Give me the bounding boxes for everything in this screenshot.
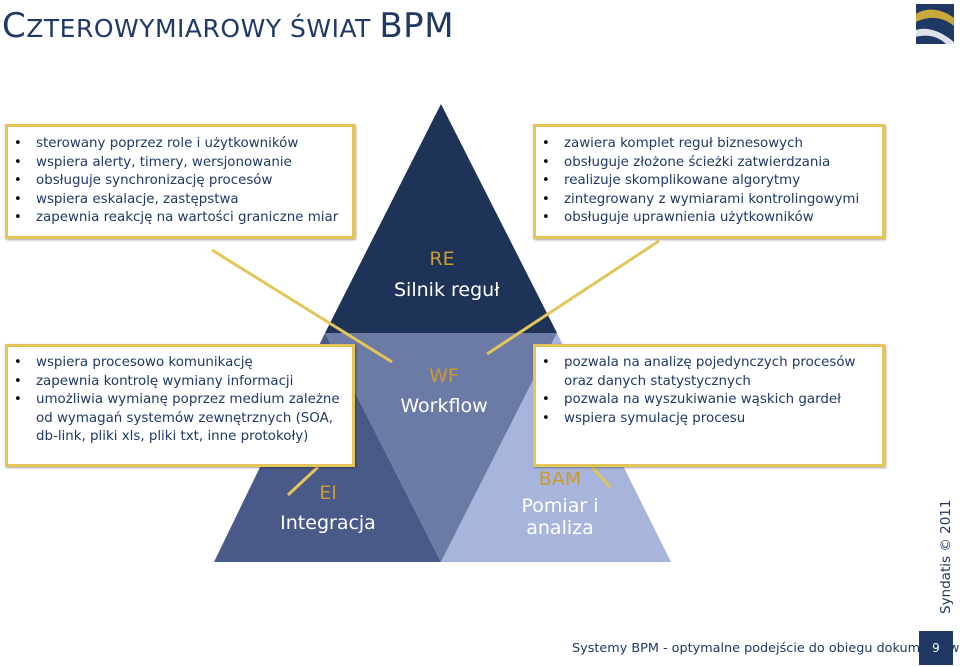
list-item: zintegrowany z wymiarami kontrolingowymi — [536, 191, 882, 210]
workflow-features-box: sterowany poprzez role i użytkowników ws… — [5, 124, 355, 239]
list-item: wspiera symulację procesu — [536, 410, 882, 429]
connector-line-bottom-right — [590, 465, 612, 489]
list-item: oraz danych statystycznych — [564, 373, 751, 389]
list-item: obsługuje złożone ścieżki zatwierdzania — [536, 154, 882, 173]
list-item: zapewnia reakcję na wartości graniczne m… — [8, 209, 352, 228]
re-code: RE — [429, 248, 455, 270]
re-label: RE Silnik reguł — [394, 248, 500, 301]
page-number: 9 — [919, 631, 953, 665]
connector-line-bottom-left — [286, 465, 320, 497]
bam-name-line2: analiza — [526, 517, 594, 539]
slide-title-main: ZTEROWYMIAROWY ŚWIAT — [26, 14, 380, 43]
connector-line-left — [211, 248, 393, 364]
slide-title: CZTEROWYMIAROWY ŚWIAT BPM — [2, 6, 454, 46]
list-item: umożliwia wymianę poprzez medium zależne — [8, 391, 352, 410]
bam-features-box: pozwala na analizę pojedynczych procesów… — [533, 344, 885, 467]
list-item: sterowany poprzez role i użytkowników — [8, 135, 352, 154]
wf-triangle — [325, 333, 557, 562]
slide-title-first-letter: C — [2, 6, 27, 46]
list-item: realizuje skomplikowane algorytmy — [536, 172, 882, 191]
list-item: od wymagań systemów zewnętrznych (SOA, — [36, 410, 334, 426]
list-item: wspiera eskalacje, zastępstwa — [8, 191, 352, 210]
list-item: pozwala na analizę pojedynczych procesów — [536, 354, 882, 373]
ei-name: Integracja — [280, 512, 376, 534]
re-name: Silnik reguł — [394, 279, 500, 301]
integration-features-box: wspiera procesowo komunikację zapewnia k… — [5, 344, 355, 467]
bam-code: BAM — [538, 468, 582, 490]
footer-caption: Systemy BPM - optymalne podejście do obi… — [572, 641, 960, 656]
list-item: wspiera alerty, timery, wersjonowanie — [8, 154, 352, 173]
copyright-text: Syndatis © 2011 — [938, 499, 954, 614]
wf-name: Workflow — [400, 395, 488, 417]
ei-code: EI — [319, 482, 337, 504]
list-item: obsługuje uprawnienia użytkowników — [536, 209, 882, 228]
list-item: pozwala na wyszukiwanie wąskich gardeł — [536, 391, 882, 410]
bam-name-line1: Pomiar i — [521, 495, 599, 517]
s-logo-icon — [916, 4, 954, 44]
wf-label: WF Workflow — [392, 365, 496, 417]
list-item: db-link, pliki xls, pliki txt, inne prot… — [36, 429, 309, 444]
connector-line-right — [486, 239, 660, 356]
ei-label: EI Integracja — [276, 482, 380, 534]
list-item: wspiera procesowo komunikację — [8, 354, 352, 373]
re-triangle — [325, 104, 557, 333]
list-item: zapewnia kontrolę wymiany informacji — [8, 373, 352, 392]
wf-code: WF — [429, 365, 459, 387]
list-item: zawiera komplet reguł biznesowych — [536, 135, 882, 154]
slide-title-end: BPM — [379, 6, 455, 46]
list-item: obsługuje synchronizację procesów — [8, 172, 352, 191]
rule-engine-features-box: zawiera komplet reguł biznesowych obsług… — [533, 124, 885, 239]
bam-label: BAM Pomiar i analiza — [510, 468, 610, 539]
